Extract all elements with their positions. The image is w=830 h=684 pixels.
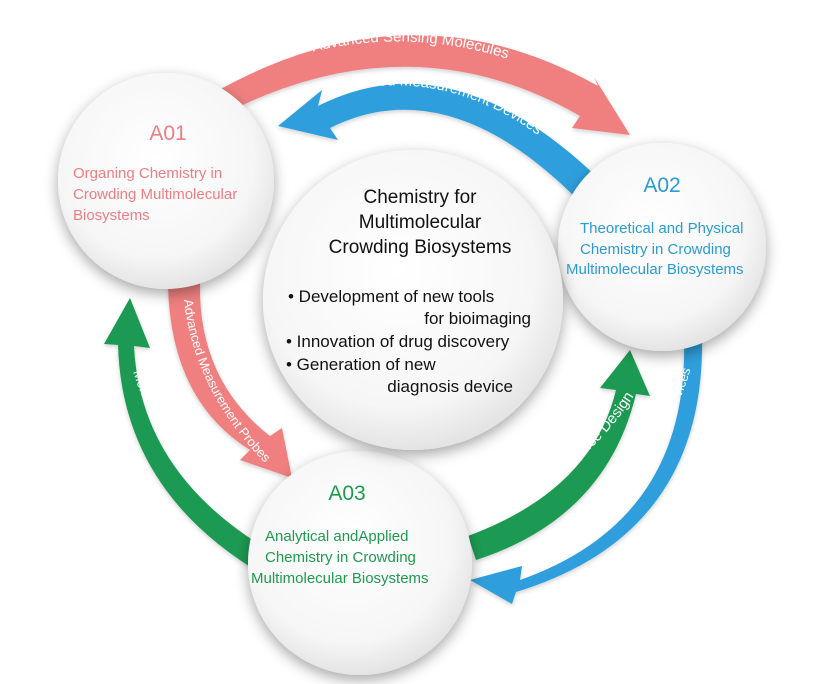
molecular-design-arrow	[104, 298, 262, 568]
a03-line-1: Analytical andApplied	[265, 528, 408, 545]
a01-circle	[58, 73, 274, 289]
a02-line-2: Chemistry in Crowding	[580, 241, 731, 258]
measurement-devices-arrow	[278, 83, 598, 196]
center-bullet-1-cont: for bioimaging	[424, 309, 531, 328]
sensing-arrow	[210, 35, 630, 135]
center-bullet-2: • Innovation of drug discovery	[286, 332, 510, 351]
analysis-devices-arrow	[470, 336, 703, 604]
center-bullet-1: • Development of new tools	[288, 287, 494, 306]
measurement-probes-arrow	[168, 282, 292, 478]
a02-line-1: Theoretical and Physical	[580, 220, 743, 237]
a01-code: A01	[149, 122, 186, 145]
a03-line-2: Chemistry in Crowding	[265, 549, 416, 566]
a03-code: A03	[328, 482, 365, 505]
a03-circle	[248, 451, 472, 675]
center-title-line-3: Crowding Biosystems	[329, 237, 512, 258]
a01-line-2: Crowding Multimolecular	[73, 186, 237, 203]
a03-line-3: Multimolecular Biosystems	[251, 570, 429, 587]
center-bullet-3: • Generation of new	[286, 355, 436, 374]
a02-circle	[558, 143, 766, 351]
device-design-arrow	[468, 350, 650, 560]
center-bullet-3-cont: diagnosis device	[387, 377, 513, 396]
a01-line-1: Organing Chemistry in	[73, 165, 222, 182]
center-title-line-1: Chemistry for	[364, 187, 478, 208]
a01-line-3: Biosystems	[73, 207, 150, 224]
center-circle	[263, 150, 563, 450]
a02-code: A02	[643, 174, 680, 197]
center-title-line-2: Multimolecular	[359, 212, 482, 233]
a02-line-3: Multimolecular Biosystems	[566, 261, 744, 278]
